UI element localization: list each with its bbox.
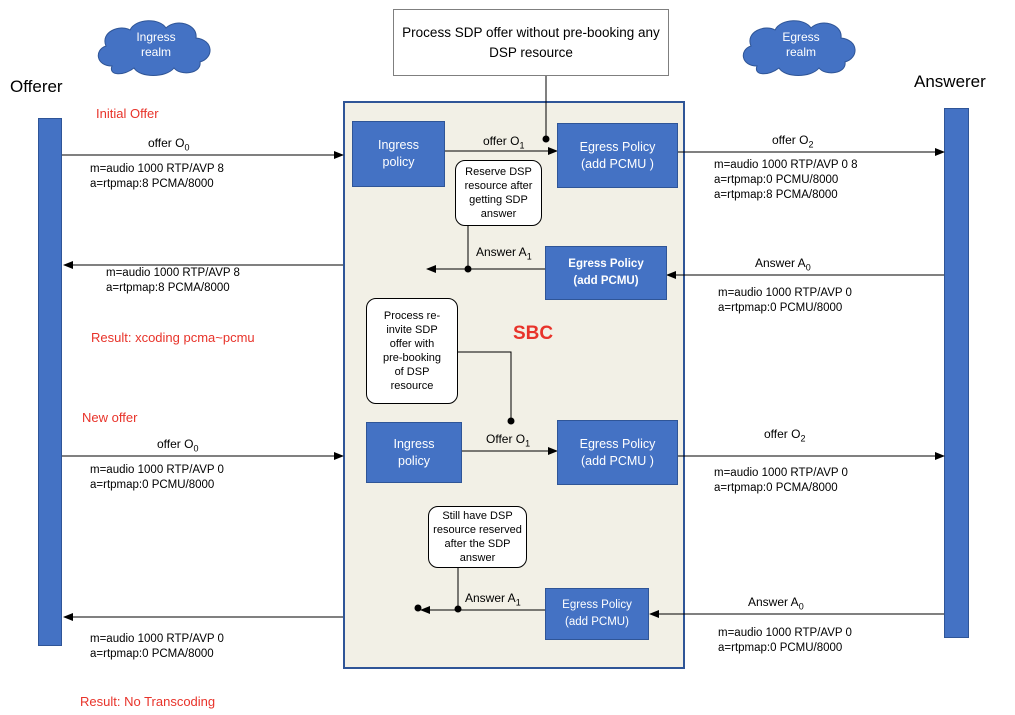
- answerer-label: Answerer: [914, 72, 986, 91]
- f2-heading: New offer: [82, 410, 138, 425]
- f1-egress-answer-box: Egress Policy(add PCMU): [545, 246, 667, 300]
- f1-offer-o1-label: offer O1: [483, 134, 525, 151]
- f2-answer-start-dot: [414, 604, 422, 612]
- f2-offer-o1-label: Offer O1: [486, 432, 531, 449]
- f2-offer-o0-label: offer O0: [157, 437, 199, 454]
- answerer-lifeline: [944, 108, 969, 638]
- f1-callout-dot: [464, 265, 472, 273]
- f2-answer-a0-label: Answer A0: [748, 595, 804, 612]
- f1-answer-a1-label: Answer A1: [476, 245, 532, 262]
- f2-answer-a1-label: Answer A1: [465, 591, 521, 608]
- offerer-lifeline: [38, 118, 62, 646]
- middle-callout-connector: [458, 351, 512, 420]
- ingress-realm-cloud: [97, 20, 211, 76]
- offerer-label: Offerer: [10, 77, 63, 96]
- f1-heading: Initial Offer: [96, 106, 159, 121]
- f2-callout-dot: [454, 605, 462, 613]
- f1-egress-policy-box: Egress Policy(add PCMU ): [557, 123, 678, 188]
- sbc-label: SBC: [513, 323, 554, 344]
- f2-egress-answer-box: Egress Policy(add PCMU): [545, 588, 649, 640]
- top-note: Process SDP offer without pre-booking an…: [393, 9, 669, 76]
- middle-callout-dot: [507, 417, 515, 425]
- top-note-dot: [542, 135, 550, 143]
- f2-offer-o2-label: offer O2: [764, 427, 806, 444]
- f2-egress-policy-box: Egress Policy(add PCMU ): [557, 420, 678, 485]
- f2-result: Result: No Transcoding: [80, 694, 216, 709]
- f1-offer-o2-label: offer O2: [772, 133, 814, 150]
- f1-offer-o0-label: offer O0: [148, 136, 190, 153]
- egress-realm-cloud: [742, 20, 856, 76]
- f1-answer-a0-label: Answer A0: [755, 256, 811, 273]
- f1-result: Result: xcoding pcma~pcmu: [91, 330, 255, 345]
